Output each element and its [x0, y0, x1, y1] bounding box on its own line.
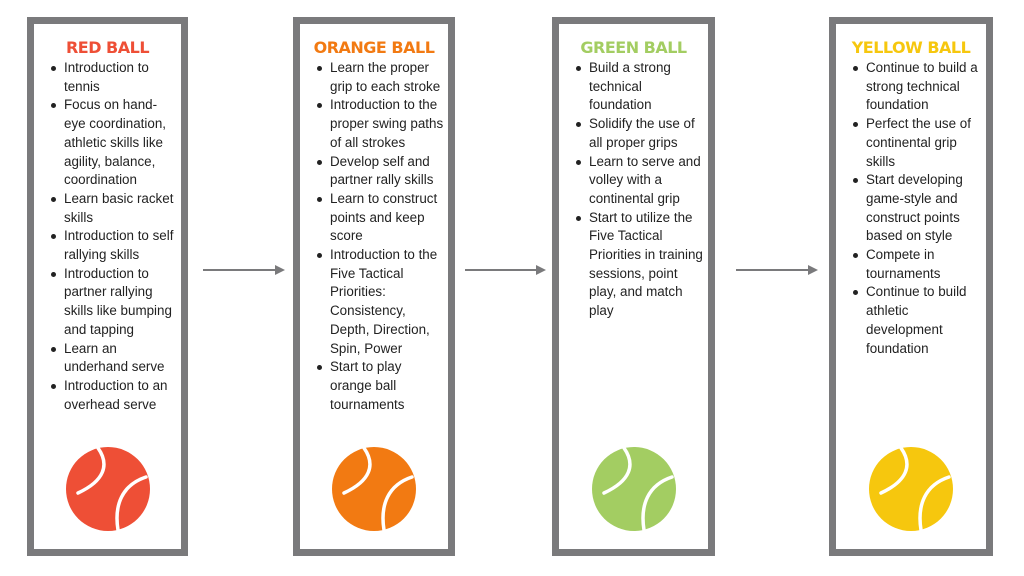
- list-item: Compete in tournaments: [853, 246, 982, 283]
- list-item: Solidify the use of all proper grips: [576, 115, 704, 152]
- green-tennis-ball-icon: [591, 447, 676, 531]
- list-item: Introduction to partner rallying skills …: [51, 265, 177, 340]
- list-item: Introduction to the proper swing paths o…: [317, 96, 444, 152]
- list-item: Continue to build a strong technical fou…: [853, 59, 982, 115]
- red-tennis-ball-icon: [65, 447, 150, 531]
- list-item: Focus on hand-eye coordination, athletic…: [51, 96, 177, 190]
- list-item: Introduction to an overhead serve: [51, 377, 177, 414]
- list-item: Start developing game-style and construc…: [853, 171, 982, 246]
- list-item: Introduction to self rallying skills: [51, 227, 177, 264]
- list-item: Introduction to tennis: [51, 59, 177, 96]
- right-arrow-icon: [736, 265, 818, 275]
- right-arrow-icon: [465, 265, 546, 275]
- yellow-tennis-ball-icon: [869, 447, 953, 531]
- right-arrow-icon: [203, 265, 285, 275]
- stage-point-list: Build a strong technical foundation Soli…: [559, 59, 708, 321]
- list-item: Develop self and partner rally skills: [317, 153, 444, 190]
- list-item: Learn to construct points and keep score: [317, 190, 444, 246]
- list-item: Build a strong technical foundation: [576, 59, 704, 115]
- stage-point-list: Continue to build a strong technical fou…: [836, 59, 986, 358]
- list-item: Learn to serve and volley with a contine…: [576, 153, 704, 209]
- orange-tennis-ball-icon: [332, 447, 416, 531]
- list-item: Start to utilize the Five Tactical Prior…: [576, 209, 704, 321]
- list-item: Continue to build athletic development f…: [853, 283, 982, 358]
- stage-card-green-ball: GREEN BALL Build a strong technical foun…: [552, 17, 715, 556]
- stage-title: RED BALL: [65, 38, 150, 57]
- list-item: Start to play orange ball tournaments: [317, 358, 444, 414]
- stage-card-yellow-ball: YELLOW BALL Continue to build a strong t…: [829, 17, 993, 556]
- list-item: Perfect the use of continental grip skil…: [853, 115, 982, 171]
- stage-point-list: Introduction to tennis Focus on hand-eye…: [34, 59, 181, 414]
- stage-title: GREEN BALL: [580, 38, 687, 57]
- stage-card-orange-ball: ORANGE BALL Learn the proper grip to eac…: [293, 17, 455, 556]
- stage-title: ORANGE BALL: [313, 38, 435, 57]
- stage-point-list: Learn the proper grip to each stroke Int…: [300, 59, 448, 414]
- stage-card-red-ball: RED BALL Introduction to tennis Focus on…: [27, 17, 188, 556]
- list-item: Introduction to the Five Tactical Priori…: [317, 246, 444, 358]
- list-item: Learn basic racket skills: [51, 190, 177, 227]
- stage-title: YELLOW BALL: [851, 38, 971, 57]
- list-item: Learn an underhand serve: [51, 340, 177, 377]
- list-item: Learn the proper grip to each stroke: [317, 59, 444, 96]
